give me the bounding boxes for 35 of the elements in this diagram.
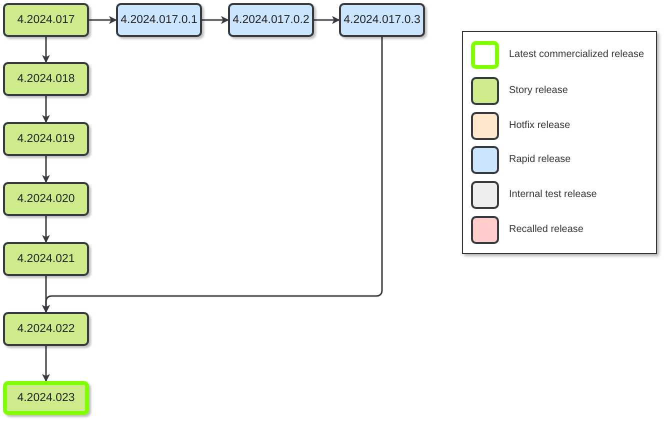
legend-label: Hotfix release xyxy=(509,120,570,131)
release-label: 4.2024.017.0.3 xyxy=(344,14,420,26)
arrow xyxy=(42,96,50,123)
legend-label: Story release xyxy=(509,85,568,96)
release-label: 4.2024.017.0.2 xyxy=(232,14,310,26)
arrow xyxy=(42,37,50,63)
highlighted-release-box xyxy=(3,381,89,415)
release-label: 4.2024.017 xyxy=(17,14,75,26)
release-box xyxy=(228,3,314,37)
legend-label: Rapid release xyxy=(509,154,571,165)
release-label: 4.2024.021 xyxy=(17,253,75,265)
legend-label: Latest commercialized release xyxy=(509,49,644,60)
release-box xyxy=(3,182,89,216)
legend-label: Internal test release xyxy=(509,189,597,200)
release-box xyxy=(116,3,202,37)
release-box xyxy=(3,62,89,96)
arrow xyxy=(202,16,229,24)
legend-label: Recalled release xyxy=(509,224,584,235)
arrow xyxy=(42,346,50,382)
arrow xyxy=(42,216,50,243)
release-label: 4.2024.022 xyxy=(17,323,75,335)
arrow xyxy=(42,156,50,183)
release-label: 4.2024.018 xyxy=(17,73,75,85)
release-box xyxy=(3,312,89,346)
arrow xyxy=(314,16,340,24)
release-box xyxy=(3,242,89,276)
arrow xyxy=(42,37,383,313)
release-box xyxy=(3,3,89,37)
release-label: 4.2024.017.0.1 xyxy=(120,14,198,26)
release-label: 4.2024.019 xyxy=(17,133,75,145)
release-box xyxy=(339,3,425,37)
release-label: 4.2024.023 xyxy=(17,392,75,404)
arrow xyxy=(89,16,117,24)
release-box xyxy=(3,122,89,156)
release-label: 4.2024.020 xyxy=(17,193,75,205)
